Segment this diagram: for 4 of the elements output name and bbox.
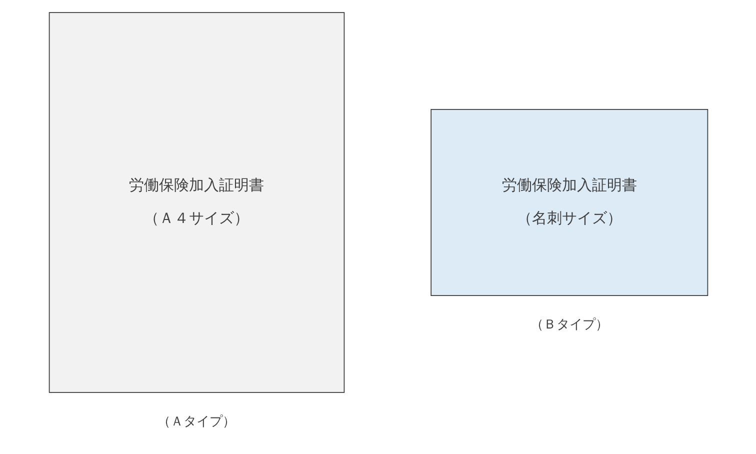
node-label: （Ｂタイプ） bbox=[530, 318, 608, 333]
node-box: 労働保険加入証明書 （Ａ４サイズ） bbox=[48, 12, 344, 393]
node-box: 労働保険加入証明書 （名刺サイズ） bbox=[430, 108, 708, 296]
node-label: （Ａタイプ） bbox=[157, 414, 236, 430]
